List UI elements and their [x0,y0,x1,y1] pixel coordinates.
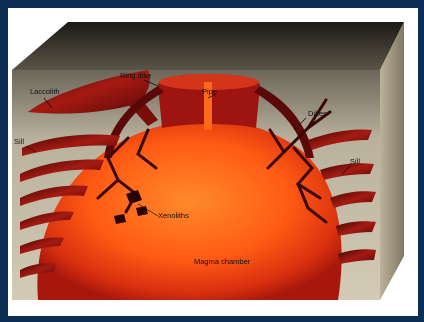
igneous-intrusions-diagram: Laccolith Ring dike Pipe Dikes Sill Sill… [8,8,418,316]
label-laccolith: Laccolith [30,87,60,96]
block-top-face [12,22,404,70]
diagram-panel: Laccolith Ring dike Pipe Dikes Sill Sill… [8,8,418,316]
block-right-face [380,22,404,300]
label-sill-right: Sill [350,157,360,166]
label-dikes: Dikes [308,109,327,118]
label-magma-chamber: Magma chamber [194,257,251,266]
label-ring-dike: Ring dike [120,71,151,80]
label-pipe: Pipe [202,87,217,96]
label-sill-left: Sill [14,137,24,146]
label-xenoliths: Xenoliths [158,211,189,220]
